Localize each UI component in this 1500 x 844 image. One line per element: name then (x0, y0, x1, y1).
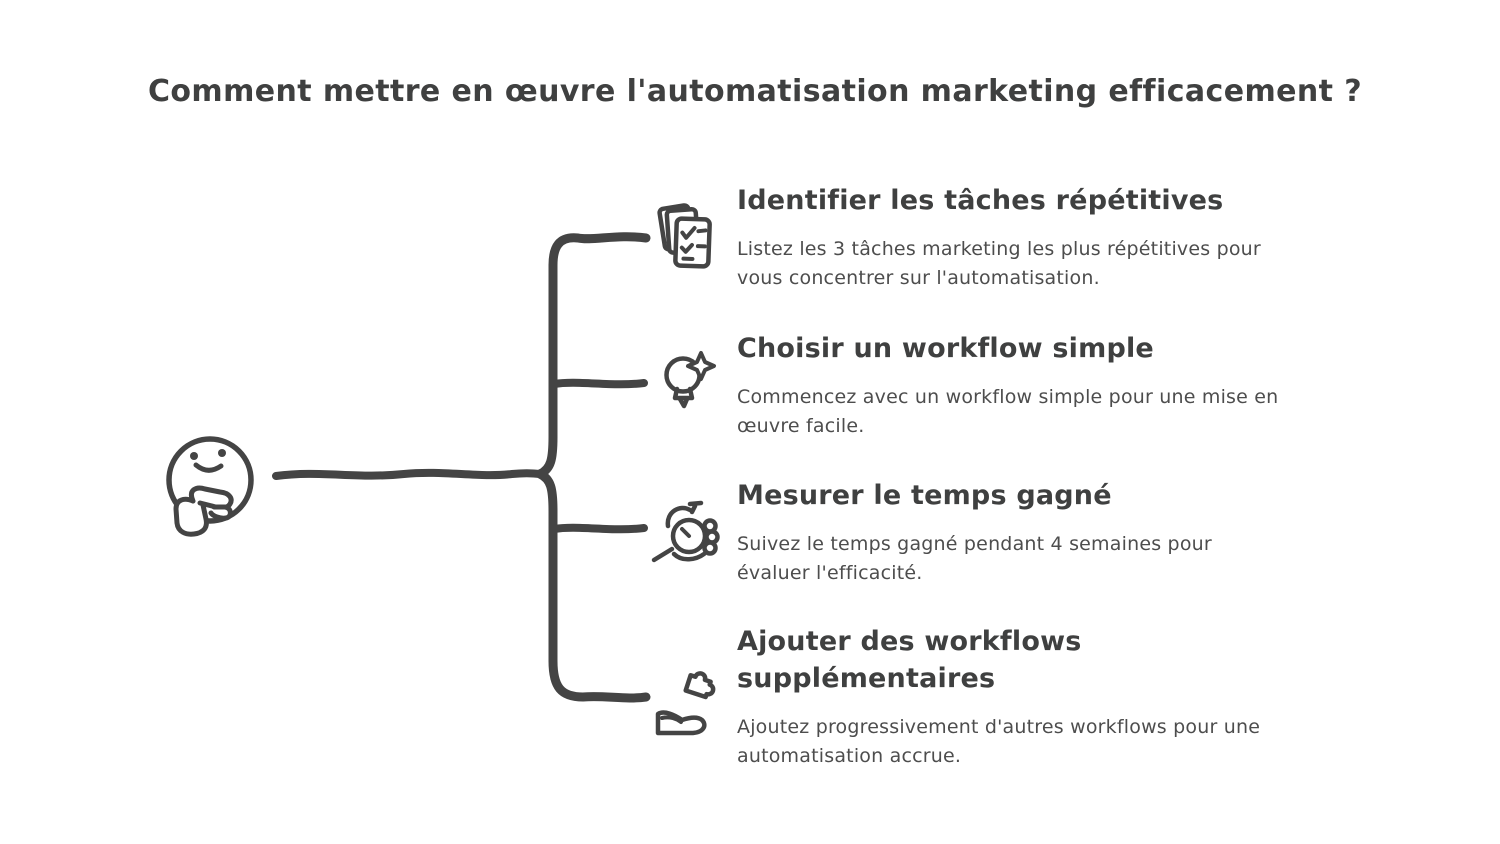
branch-description: Suivez le temps gagné pendant 4 semaines… (737, 530, 1212, 588)
puzzle-hand-icon (648, 654, 728, 746)
lightbulb-sparkle-icon (655, 348, 717, 426)
branch-line-2 (550, 378, 648, 389)
branch-desc-line: vous concentrer sur l'automatisation. (737, 267, 1100, 289)
branch-description: Commencez avec un workflow simple pour u… (737, 383, 1278, 441)
branch-item-identifier-taches: Identifier les tâches répétitives Listez… (737, 182, 1261, 293)
branch-desc-line: Commencez avec un workflow simple pour u… (737, 386, 1279, 408)
branch-description: Listez les 3 tâches marketing les plus r… (737, 235, 1261, 293)
branch-line-3 (550, 523, 648, 534)
branch-title: Identifier les tâches répétitives (737, 182, 1261, 219)
branch-title-line: Choisir un workflow simple (737, 333, 1154, 364)
branch-desc-line: Listez les 3 tâches marketing les plus r… (737, 238, 1261, 260)
branch-title-line: Mesurer le temps gagné (737, 480, 1112, 511)
branch-title: Ajouter des workflows supplémentaires (737, 623, 1260, 697)
branch-title: Mesurer le temps gagné (737, 477, 1212, 514)
branch-description: Ajoutez progressivement d'autres workflo… (737, 713, 1260, 771)
branch-title: Choisir un workflow simple (737, 330, 1278, 367)
branch-desc-line: œuvre facile. (737, 415, 865, 437)
checklist-documents-icon (655, 200, 717, 276)
branch-title-line: supplémentaires (737, 663, 996, 694)
branch-desc-line: Suivez le temps gagné pendant 4 semaines… (737, 533, 1212, 555)
branch-title-line: Ajouter des workflows (737, 626, 1082, 657)
branch-item-temps-gagne: Mesurer le temps gagné Suivez le temps g… (737, 477, 1212, 588)
branch-item-workflows-supplementaires: Ajouter des workflows supplémentaires Aj… (737, 623, 1260, 771)
branch-desc-line: Ajoutez progressivement d'autres workflo… (737, 716, 1261, 738)
trunk-line (535, 232, 651, 703)
page-title: Comment mettre en œuvre l'automatisation… (148, 74, 1363, 109)
thinking-face-icon (166, 436, 254, 537)
branch-item-workflow-simple: Choisir un workflow simple Commencez ave… (737, 330, 1278, 441)
root-connector-line (272, 468, 544, 480)
stopwatch-hand-icon (648, 496, 728, 572)
branch-title-line: Identifier les tâches répétitives (737, 185, 1224, 216)
branch-desc-line: évaluer l'efficacité. (737, 562, 923, 584)
branch-desc-line: automatisation accrue. (737, 745, 962, 767)
